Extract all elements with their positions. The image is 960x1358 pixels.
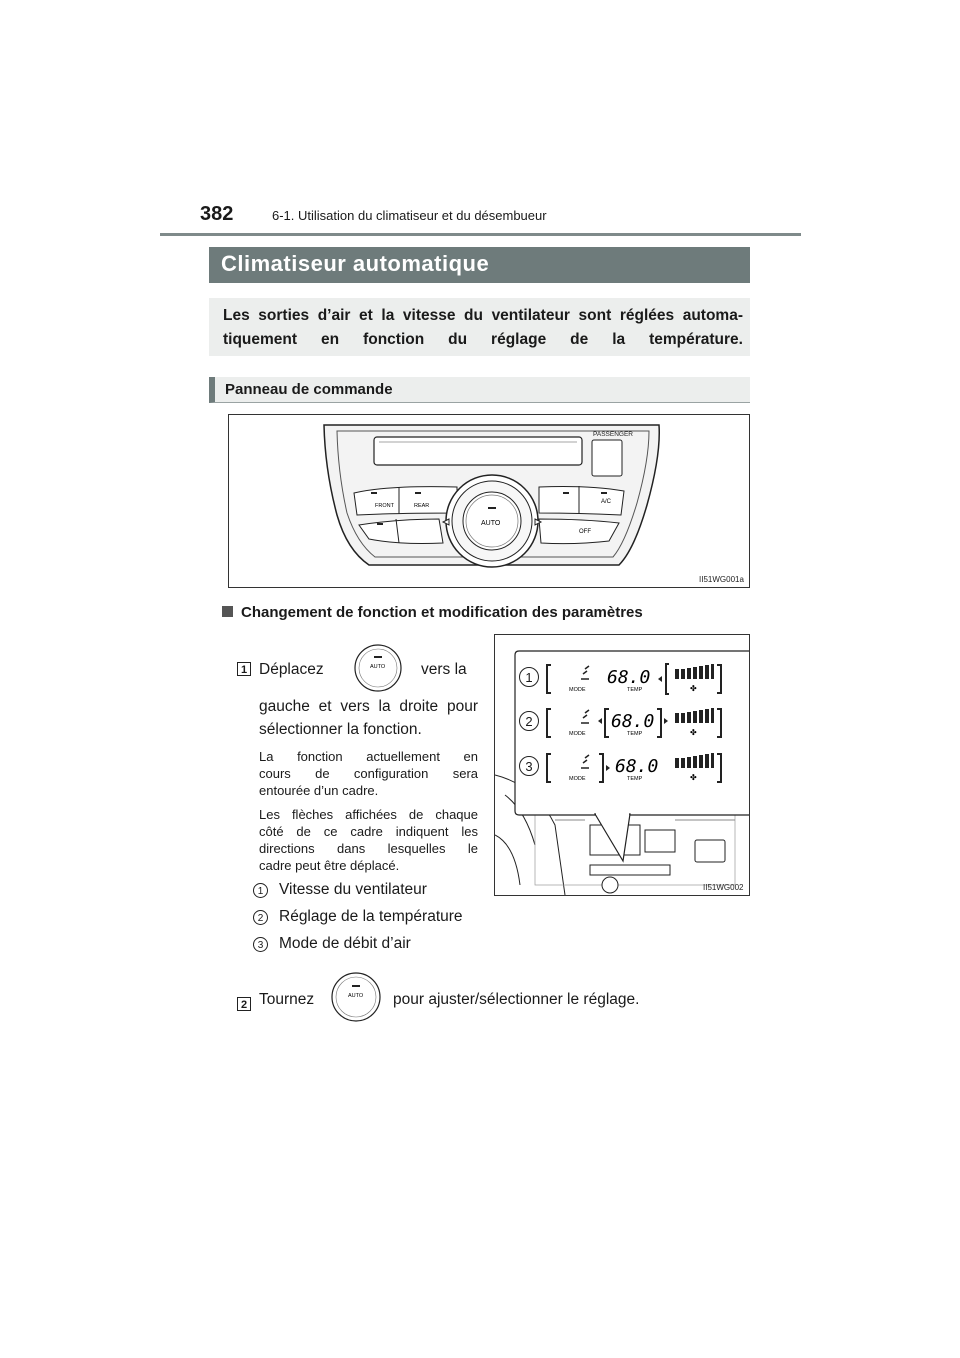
- auto-label: AUTO: [481, 520, 501, 527]
- step1-text-b: vers la: [421, 661, 467, 678]
- rear-label: REAR: [414, 503, 429, 509]
- note2-line3: directions dans lesquelles le: [259, 841, 478, 856]
- row3-temp-label: TEMP: [627, 776, 643, 782]
- row3-mode-label: MODE: [569, 776, 586, 782]
- auto-knob-icon-2: AUTO: [331, 972, 381, 1022]
- step2-text-a: Tournez: [259, 991, 315, 1008]
- passenger-label: PASSENGER: [593, 431, 633, 438]
- item-3-number: 3: [253, 937, 268, 952]
- display-row-1: MODE 68.0 TEMP ✤: [546, 663, 722, 695]
- note2-line4: cadre peut être déplacé.: [259, 858, 400, 873]
- row2-temp-label: TEMP: [627, 731, 643, 737]
- knob-label: AUTO: [370, 664, 386, 670]
- page-title: Climatiseur automatique: [221, 251, 490, 276]
- note1-line2: cours de configuration sera: [259, 766, 478, 781]
- display-figure: 1 MODE 68.0 TEMP ✤ 2 MODE 68.0 TEMP ✤ 3: [494, 634, 750, 896]
- display-row-3-number: 3: [519, 756, 539, 776]
- display-row-2: MODE 68.0 TEMP ✤: [546, 708, 722, 738]
- note1-line3: entourée d’un cadre.: [259, 783, 379, 798]
- intro-text: Les sorties d’air et la vitesse du venti…: [223, 307, 743, 348]
- display-illustration: [495, 650, 749, 895]
- bullet-heading: Changement de fonction et modification d…: [222, 604, 643, 621]
- display-row-2-number: 2: [519, 711, 539, 731]
- subheading-bar: Panneau de commande: [209, 377, 750, 403]
- page-number: 382: [200, 203, 234, 225]
- auto-knob-icon: AUTO: [354, 644, 402, 692]
- step-number-2: 2: [237, 997, 251, 1011]
- page-title-bar: Climatiseur automatique: [209, 247, 750, 283]
- row1-temp-label: TEMP: [627, 687, 643, 693]
- svg-text:✤: ✤: [690, 728, 697, 737]
- bullet-square-icon: [222, 606, 233, 617]
- bullet-heading-text: Changement de fonction et modification d…: [241, 604, 643, 621]
- item-1-number: 1: [253, 883, 268, 898]
- control-panel-figure: PASSENGER FRONT REAR A/C OFF AUTO II51WG…: [228, 414, 750, 588]
- step1-text-line2: gauche et vers la droite pour: [259, 698, 478, 715]
- svg-text:✤: ✤: [690, 773, 697, 782]
- intro-box: Les sorties d’air et la vitesse du venti…: [209, 298, 750, 356]
- row1-mode-label: MODE: [569, 687, 586, 693]
- figure2-code: II51WG002: [703, 883, 744, 892]
- row3-temp: 68.0: [615, 756, 658, 777]
- section-title: 6-1. Utilisation du climatiseur et du dé…: [272, 208, 547, 223]
- note2-line2: côté de ce cadre indiquent les: [259, 824, 478, 839]
- row2-temp: 68.0: [611, 711, 654, 732]
- ac-label: A/C: [601, 499, 612, 505]
- display-row-3: MODE 68.0 TEMP ✤: [546, 753, 722, 783]
- svg-text:✤: ✤: [690, 684, 697, 693]
- off-label: OFF: [579, 529, 591, 535]
- control-panel-illustration: PASSENGER FRONT REAR A/C OFF AUTO: [323, 424, 660, 568]
- header-rule: [160, 233, 801, 236]
- subheading: Panneau de commande: [225, 381, 393, 398]
- step1-text-a: Déplacez: [259, 661, 324, 678]
- note2-line1: Les flèches affichées de chaque: [259, 807, 478, 822]
- row2-mode-label: MODE: [569, 731, 586, 737]
- item-2-number: 2: [253, 910, 268, 925]
- row1-temp: 68.0: [607, 667, 650, 688]
- note1-line1: La fonction actuellement en: [259, 749, 478, 764]
- figure1-code: II51WG001a: [699, 575, 744, 584]
- item-2-label: Réglage de la température: [279, 908, 463, 925]
- step-number-1: 1: [237, 662, 251, 676]
- step2-text-b: pour ajuster/sélectionner le réglage.: [393, 991, 640, 1008]
- item-3-label: Mode de débit d’air: [279, 935, 411, 952]
- front-label: FRONT: [375, 503, 395, 509]
- item-1-label: Vitesse du ventilateur: [279, 881, 427, 898]
- knob-label-2: AUTO: [348, 993, 364, 999]
- step1-text-line3: sélectionner la fonction.: [259, 721, 422, 738]
- display-row-1-number: 1: [519, 667, 539, 687]
